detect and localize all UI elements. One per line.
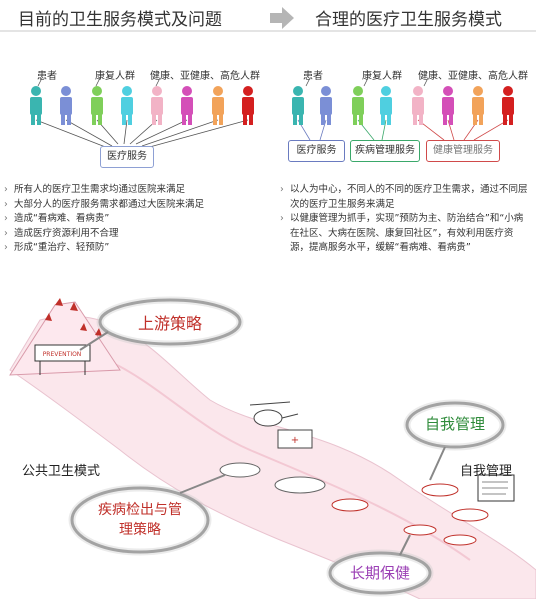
arrow-right-icon <box>270 7 294 29</box>
left-patient-label: 患者 <box>37 71 57 82</box>
left-title: 目前的卫生服务模式及问题 <box>18 10 222 30</box>
upstream-strategy-text: 上游策略 <box>137 314 202 333</box>
right-rehab-label: 康复人群 <box>362 71 402 82</box>
self-management-label: 自我管理 <box>460 464 513 479</box>
right-patient-label: 患者 <box>303 71 323 82</box>
flag-markers <box>45 298 102 336</box>
list-item: 以人为中心，不同人的不同的医疗卫生需求，通过不同层次的医疗卫生服务来满足 <box>280 183 530 212</box>
title-divider <box>0 30 536 32</box>
left-bullet-list: 所有人的医疗卫生需求均通过医院来满足 大部分人的医疗服务需求都通过大医院来满足 … <box>4 183 264 256</box>
right-bullet-list: 以人为中心，不同人的不同的医疗卫生需求，通过不同层次的医疗卫生服务来满足 以健康… <box>280 183 530 256</box>
left-health-label: 健康、亚健康、高危人群 <box>150 71 260 82</box>
right-medical-service-box: 医疗服务 <box>288 140 345 162</box>
svg-text:+: + <box>291 435 299 446</box>
svg-text:PREVENTION: PREVENTION <box>43 351 82 358</box>
bubble-upstream <box>79 296 244 351</box>
health-river-illustration: PREVENTION + <box>9 296 536 599</box>
ambulance-sketch: + <box>277 429 313 449</box>
self-management-bubble-text: 自我管理 <box>424 415 485 433</box>
right-title: 合理的医疗卫生服务模式 <box>315 10 502 30</box>
left-people-diagram <box>30 77 254 149</box>
list-item: 造成“看病难、看病贵” <box>4 212 264 227</box>
list-item: 大部分人的医疗服务需求都通过大医院来满足 <box>4 198 264 213</box>
left-arrows <box>35 77 249 149</box>
list-item: 以健康管理为抓手，实现”预防为主、防治结合”和“小病在社区、大病在医院、康复回社… <box>280 212 530 256</box>
left-medical-service-box: 医疗服务 <box>100 146 154 168</box>
screening-management-text: 疾病检出与管理策略 <box>98 502 182 538</box>
bubble-longterm <box>326 534 434 597</box>
right-health-label: 健康、亚健康、高危人群 <box>418 71 528 82</box>
right-person-figures <box>292 86 514 125</box>
left-person-figures <box>30 86 254 125</box>
right-people-diagram <box>292 77 514 141</box>
list-item: 形成“重治疗、轻预防” <box>4 241 264 256</box>
longterm-care-text: 长期保健 <box>349 564 410 582</box>
bubble-screening <box>68 474 226 556</box>
public-health-model-label: 公共卫生模式 <box>22 464 101 479</box>
left-rehab-label: 康复人群 <box>95 71 135 82</box>
bubble-self-management <box>403 399 507 481</box>
helicopter-sketch <box>249 401 299 427</box>
list-item: 造成医疗资源利用不合理 <box>4 227 264 242</box>
list-item: 所有人的医疗卫生需求均通过医院来满足 <box>4 183 264 198</box>
right-health-management-box: 健康管理服务 <box>426 140 500 162</box>
right-chronic-management-box: 疾病管理服务 <box>350 140 420 162</box>
self-care-board <box>477 474 515 502</box>
prevention-signboard: PREVENTION <box>34 344 91 375</box>
boats-sketch <box>219 462 489 546</box>
